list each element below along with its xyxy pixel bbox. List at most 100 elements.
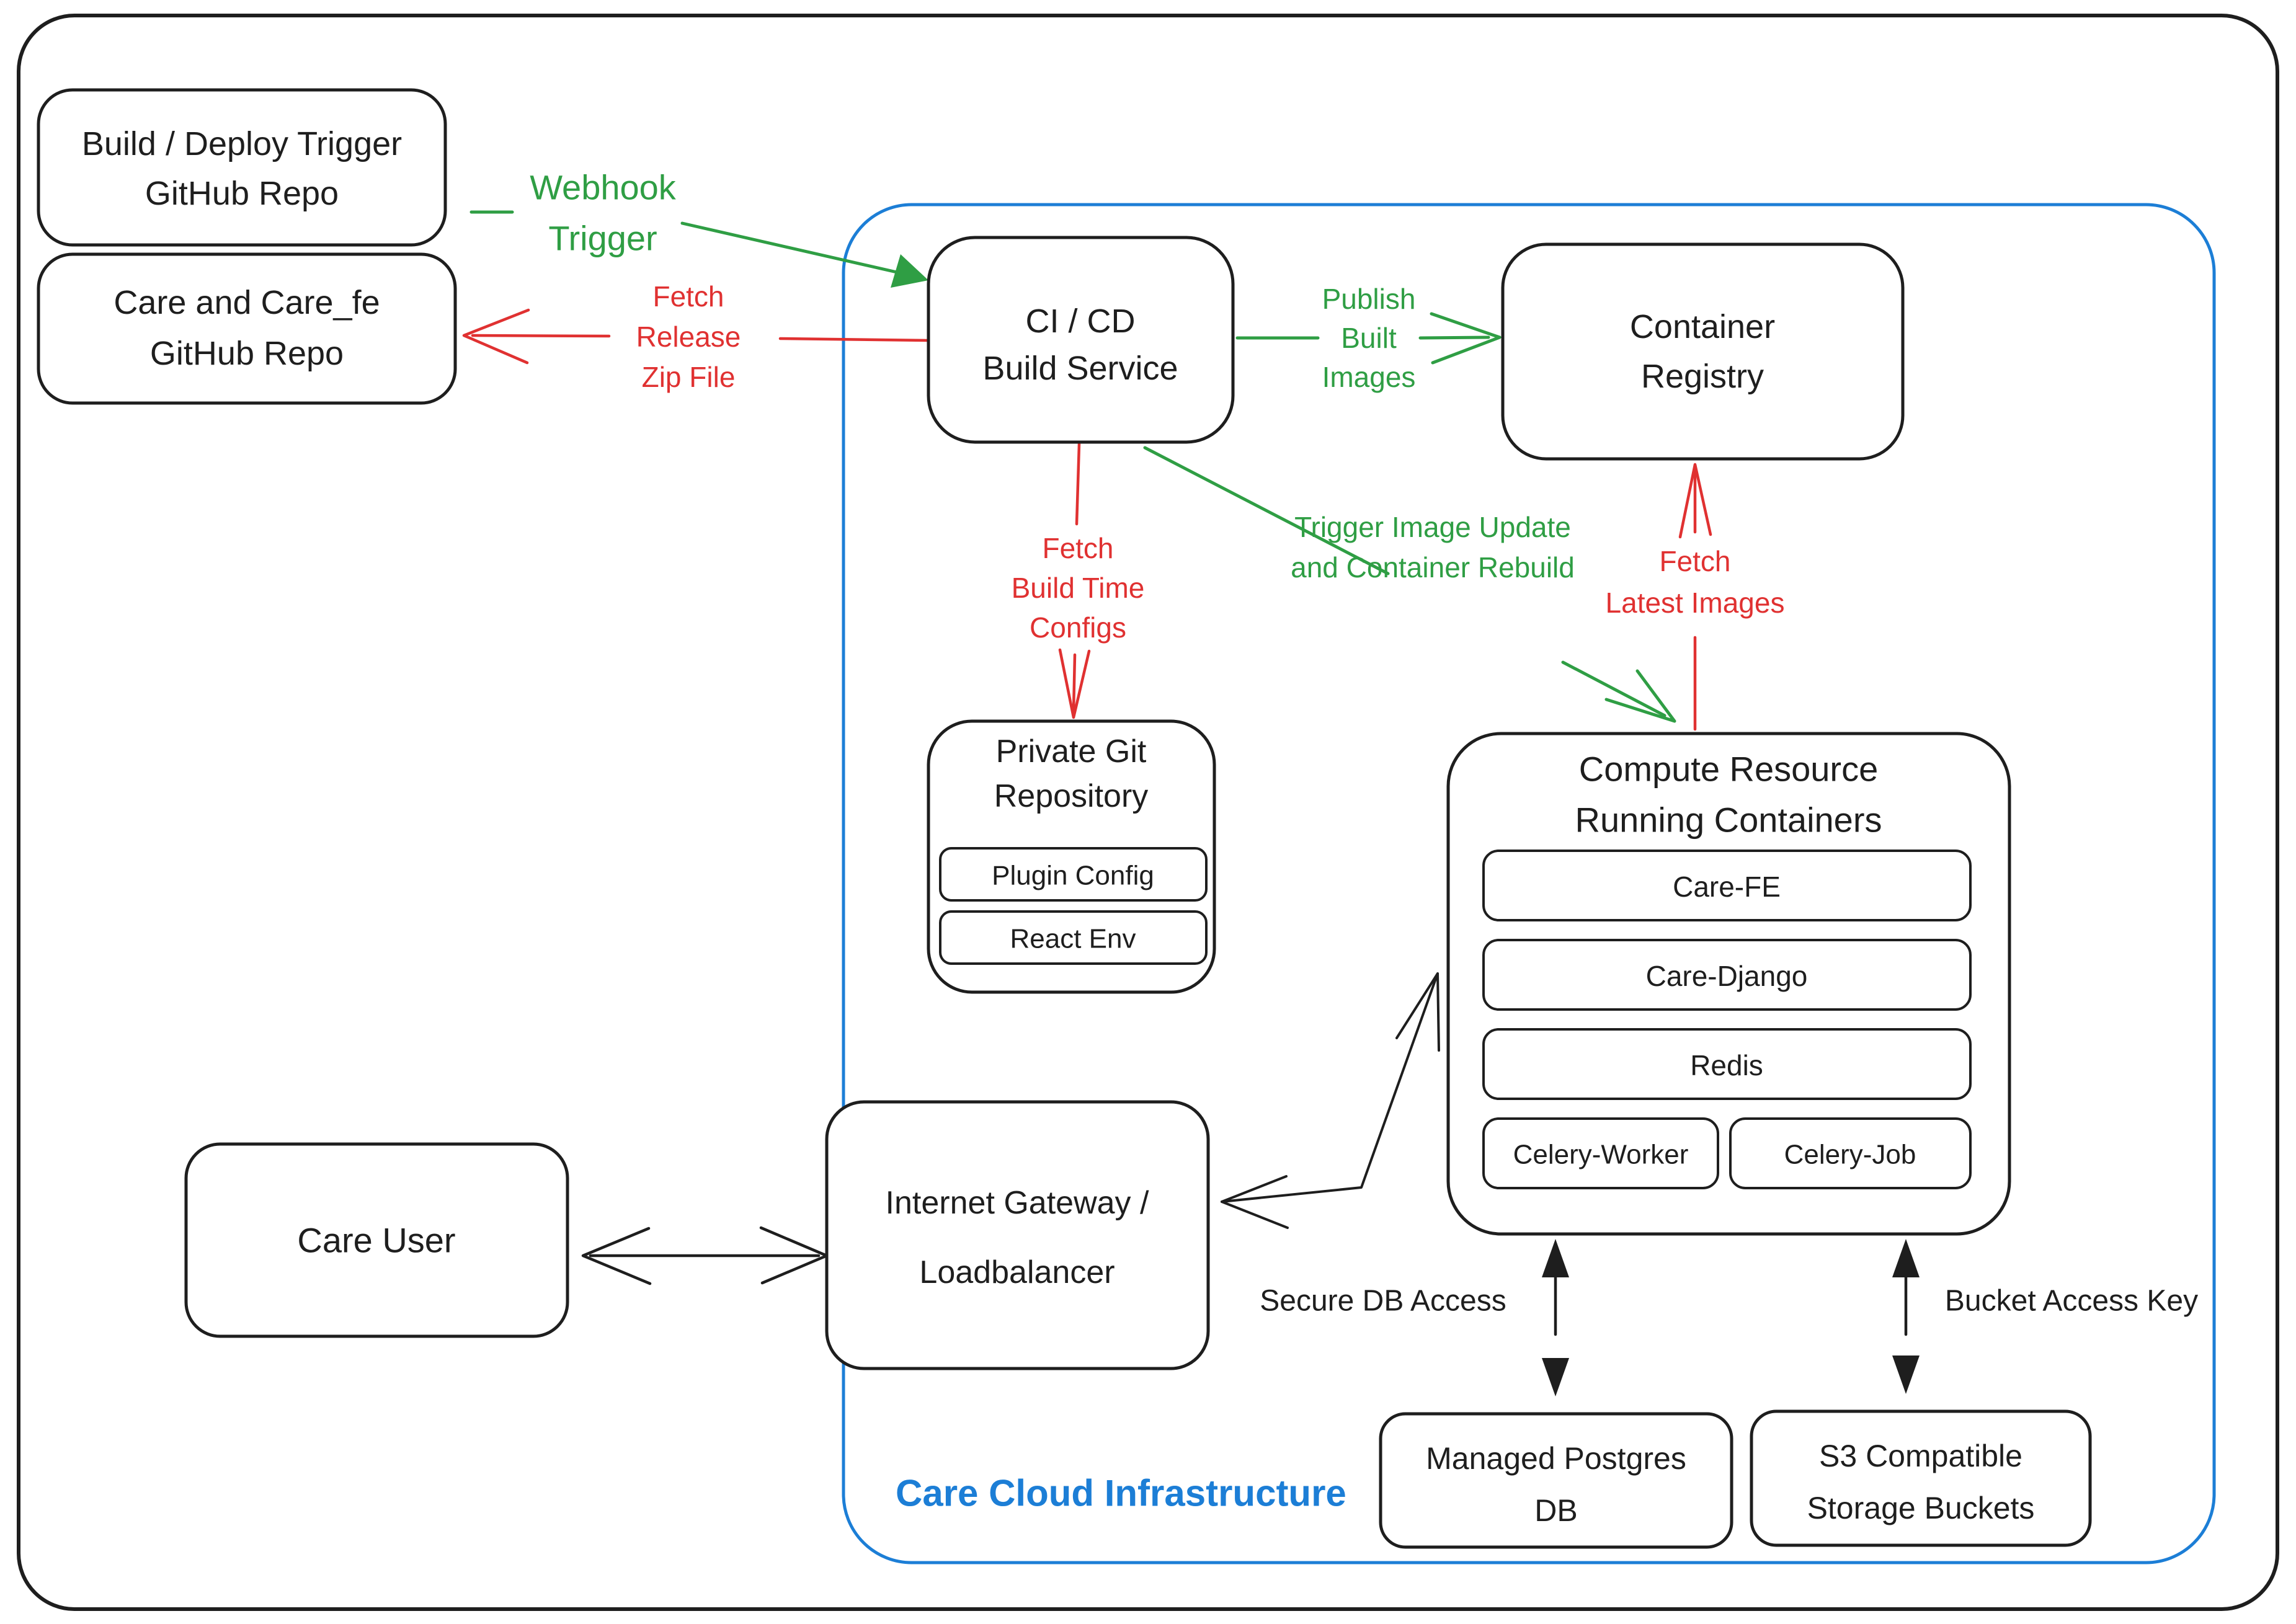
container-celery-job-label: Celery-Job <box>1784 1140 1916 1170</box>
label-trigger-update: Trigger Image Update and Container Rebui… <box>1291 511 1575 583</box>
webhook-label-2: Trigger <box>548 219 657 258</box>
container-celery-worker-label: Celery-Worker <box>1513 1140 1689 1170</box>
container-care-django-box <box>1482 939 1972 1011</box>
compute-label-1: Compute Resource <box>1579 750 1878 789</box>
node-postgres: Managed Postgres DB <box>1379 1412 1733 1549</box>
trigger-update-label-2: and Container Rebuild <box>1291 551 1575 583</box>
s3-label-2: Storage Buckets <box>1807 1491 2035 1525</box>
publish-line-2 <box>1418 335 1490 340</box>
publish-label-1: Publish <box>1322 283 1416 315</box>
plugin-config-box <box>939 847 1208 902</box>
container-redis-box <box>1482 1028 1972 1100</box>
s3-box <box>1750 1409 2092 1547</box>
care-user-label: Care User <box>297 1221 455 1260</box>
node-care-repo: Care and Care_fe GitHub Repo <box>37 252 457 405</box>
care-user-box <box>184 1142 569 1338</box>
fetch-release-line-2 <box>471 334 611 338</box>
bucket-access-arrow <box>1892 1239 1920 1394</box>
plugin-config-label: Plugin Config <box>992 861 1154 891</box>
fetch-build-configs-arrow <box>1058 442 1091 719</box>
bucket-access-up-arrowhead-icon <box>1892 1239 1920 1277</box>
gateway-label-1: Internet Gateway / <box>886 1185 1149 1221</box>
label-fetch-latest: Fetch Latest Images <box>1606 545 1785 619</box>
node-gateway: Internet Gateway / Loadbalancer <box>825 1100 1210 1370</box>
webhook-label-1: Webhook <box>530 168 677 207</box>
fetch-build-line-1 <box>1075 442 1081 526</box>
publish-arrowhead-icon <box>1430 312 1502 365</box>
container-celery-worker-box <box>1482 1117 1719 1189</box>
private-git-label-1: Private Git <box>996 734 1147 770</box>
trigger-update-label-1: Trigger Image Update <box>1294 511 1571 543</box>
node-care-user: Care User <box>184 1142 569 1338</box>
care-repo-label-2: GitHub Repo <box>150 335 344 372</box>
node-s3: S3 Compatible Storage Buckets <box>1750 1409 2092 1547</box>
fetch-build-label-1: Fetch <box>1042 532 1113 564</box>
trigger-update-arrow <box>1143 446 1676 723</box>
fetch-release-label-1: Fetch <box>652 280 724 313</box>
gateway-compute-top-arrowhead-icon <box>1395 972 1440 1052</box>
label-fetch-release: Fetch Release Zip File <box>636 280 741 393</box>
fetch-release-arrowhead-icon <box>462 308 530 365</box>
build-deploy-trigger-label-2: GitHub Repo <box>145 175 339 212</box>
bucket-access-down-arrowhead-icon <box>1892 1356 1920 1394</box>
cicd-label-2: Build Service <box>982 350 1178 387</box>
trigger-update-line-2 <box>1561 660 1666 717</box>
fetch-latest-label-1: Fetch <box>1659 545 1730 577</box>
container-redis-label: Redis <box>1690 1049 1763 1081</box>
outer-frame <box>17 14 2279 1611</box>
registry-box <box>1501 242 1905 461</box>
private-git-label-2: Repository <box>994 778 1149 814</box>
fetch-release-label-3: Zip File <box>642 361 736 393</box>
node-registry: Container Registry <box>1501 242 1905 461</box>
postgres-label-1: Managed Postgres <box>1426 1441 1686 1476</box>
gateway-compute-arrow <box>1221 972 1440 1229</box>
user-gateway-left-arrowhead-icon <box>581 1227 652 1285</box>
fetch-latest-arrow <box>1678 463 1712 731</box>
fetch-build-line-2 <box>1072 653 1077 712</box>
bucket-access-key-label: Bucket Access Key <box>1945 1285 2198 1318</box>
webhook-arrow <box>469 210 928 288</box>
trigger-update-arrowhead-icon <box>1604 669 1676 723</box>
label-publish-images: Publish Built Images <box>1322 283 1416 393</box>
trigger-update-line-1 <box>1143 446 1390 575</box>
react-env-box <box>939 910 1208 965</box>
gateway-compute-left-arrowhead-icon <box>1221 1175 1289 1229</box>
gateway-compute-line <box>1221 972 1439 1203</box>
secure-db-access-label: Secure DB Access <box>1260 1285 1506 1318</box>
fetch-release-label-2: Release <box>636 321 741 353</box>
webhook-line <box>680 221 912 277</box>
fetch-build-label-3: Configs <box>1030 611 1126 644</box>
label-webhook-trigger: Webhook Trigger <box>530 168 677 258</box>
s3-label-1: S3 Compatible <box>1819 1439 2022 1473</box>
node-build-deploy-trigger: Build / Deploy Trigger GitHub Repo <box>37 88 447 247</box>
fetch-release-arrow <box>462 308 930 365</box>
compute-label-2: Running Containers <box>1575 801 1882 840</box>
gateway-label-2: Loadbalancer <box>919 1254 1115 1290</box>
fetch-latest-label-2: Latest Images <box>1606 587 1785 619</box>
publish-label-2: Built <box>1341 322 1397 354</box>
fetch-build-label-2: Build Time <box>1012 572 1145 604</box>
care-repo-box <box>37 252 457 405</box>
care-repo-label-1: Care and Care_fe <box>113 284 380 321</box>
registry-label-2: Registry <box>1641 358 1764 395</box>
user-gateway-arrow <box>581 1226 829 1285</box>
container-care-fe-box <box>1482 850 1972 921</box>
postgres-label-2: DB <box>1534 1493 1577 1528</box>
gateway-box <box>825 1100 1210 1370</box>
cicd-box <box>927 236 1235 444</box>
postgres-box <box>1379 1412 1733 1549</box>
node-compute: Compute Resource Running Containers Care… <box>1446 732 2011 1236</box>
cloud-infrastructure-boundary <box>842 203 2216 1564</box>
fetch-latest-arrowhead-icon <box>1678 463 1712 539</box>
publish-images-arrow <box>1235 312 1502 365</box>
container-care-django-label: Care-Django <box>1646 960 1808 992</box>
publish-label-3: Images <box>1322 361 1416 393</box>
webhook-arrowhead-icon <box>891 254 928 288</box>
react-env-label: React Env <box>1010 924 1136 954</box>
container-celery-job-box <box>1729 1117 1972 1189</box>
build-deploy-trigger-label-1: Build / Deploy Trigger <box>82 125 402 162</box>
cloud-infrastructure-label: Care Cloud Infrastructure <box>896 1473 1346 1514</box>
cicd-label-1: CI / CD <box>1025 303 1135 340</box>
secure-db-down-arrowhead-icon <box>1542 1358 1569 1396</box>
